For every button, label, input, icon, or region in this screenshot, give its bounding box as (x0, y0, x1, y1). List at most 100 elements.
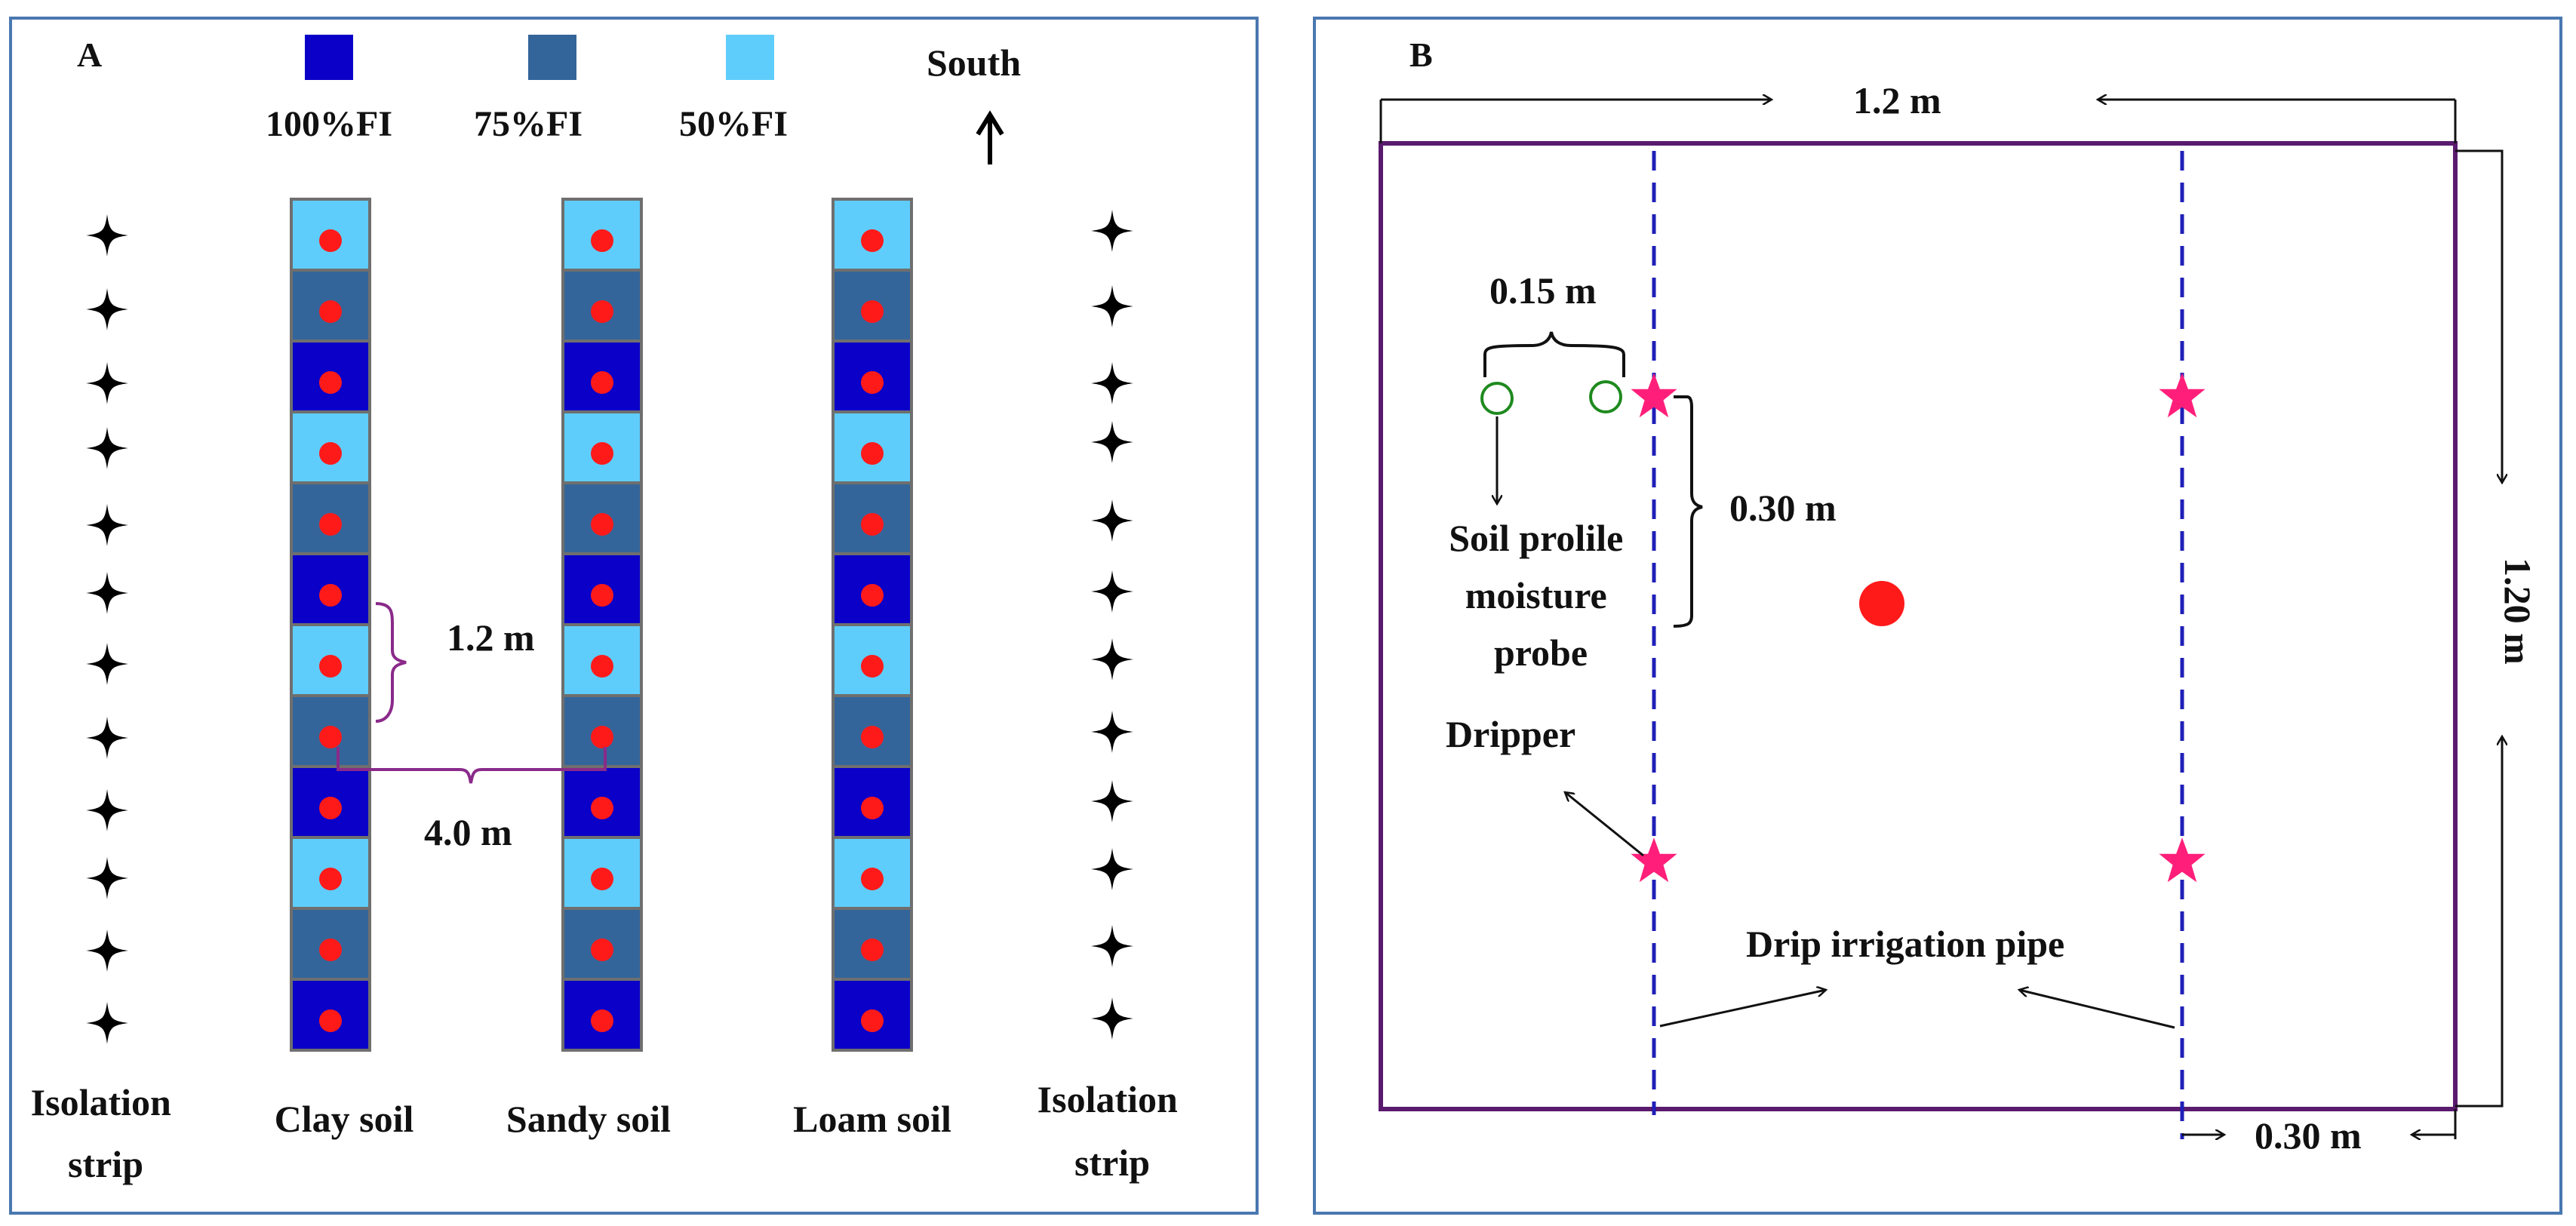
north-arrow-icon (976, 110, 1004, 164)
isolation-marker-icon (1091, 780, 1133, 822)
plot-cell (832, 978, 913, 1052)
isolation-marker-icon (86, 717, 128, 759)
plot-center-dot (319, 584, 342, 607)
isolation-marker-icon (86, 214, 128, 257)
legend-label-100: 100%FI (266, 104, 392, 144)
south-label: South (927, 41, 1021, 84)
isolation-marker-icon (1091, 421, 1133, 463)
legend-swatch-50 (726, 35, 774, 80)
plot-cell (561, 552, 643, 626)
isolation-marker-icon (1091, 925, 1133, 967)
plot-center-dot (861, 726, 884, 748)
plot-center-dot (861, 371, 884, 394)
isolation-marker-icon (86, 643, 128, 685)
plot-center-dot (319, 655, 342, 678)
isolation-marker-icon (86, 1002, 128, 1044)
soil-column (832, 198, 913, 1052)
plot-center-dot (591, 939, 613, 961)
plot-center-dot (591, 726, 613, 748)
plot-center-dot (861, 1009, 884, 1032)
plot-center-dot (591, 1009, 613, 1032)
dripper-star-icon (2159, 837, 2206, 883)
plot-center-dot (319, 513, 342, 536)
panel-a-border (9, 17, 1259, 1215)
isolation-marker-icon (86, 857, 128, 899)
plot-cell (561, 198, 643, 272)
dripper-spacing-label: 0.30 m (1729, 487, 1837, 529)
dimension-vertical: 1.2 m (375, 602, 535, 723)
panel-b: B 1.2 m 1.20 m (1313, 17, 2562, 1215)
clay-soil-label: Clay soil (275, 1098, 414, 1140)
legend-swatch-100 (305, 35, 353, 80)
soil-column (561, 198, 643, 1052)
pipe-pointer-arrow-right (2019, 990, 2175, 1029)
plot-center-dot (591, 655, 613, 678)
isolation-label-right: Isolation strip (1037, 1078, 1188, 1184)
plot-cell (290, 765, 371, 839)
height-label: 1.20 m (2497, 558, 2539, 665)
plot-center-dot (591, 513, 613, 536)
isolation-marker-icon (86, 427, 128, 469)
isolation-marker-icon (86, 572, 128, 614)
plot-center-dot (591, 868, 613, 890)
pipe-label: Drip irrigation pipe (1746, 923, 2064, 965)
plot-center-dot (861, 442, 884, 465)
plot-center-dot (861, 584, 884, 607)
plot-center-dot (319, 726, 342, 748)
isolation-strip-right (1091, 210, 1133, 1040)
edge-offset-label: 0.30 m (2255, 1114, 2362, 1157)
plot-center-dot (591, 584, 613, 607)
isolation-marker-icon (1091, 638, 1133, 681)
plot-center-dot (591, 797, 613, 819)
edge-offset-dimension: 0.30 m (2182, 1109, 2457, 1157)
moisture-probe-icon (1589, 380, 1622, 413)
isolation-marker-icon (86, 504, 128, 546)
dripper-label: Dripper (1446, 713, 1575, 755)
isolation-label-left: Isolation strip (31, 1081, 181, 1185)
panel-b-border (1313, 17, 2562, 1215)
dripper-spacing-dimension: 0.30 m (1673, 395, 1837, 628)
isolation-marker-icon (1091, 570, 1133, 613)
dim-vertical-label: 1.2 m (447, 616, 535, 659)
plot-center-dot (319, 868, 342, 890)
plot-center-dot (861, 797, 884, 819)
isolation-marker-icon (1091, 997, 1133, 1040)
plot-center-dot (319, 1009, 342, 1032)
plot-center-dot (319, 371, 342, 394)
isolation-marker-icon (1091, 362, 1133, 404)
plot-center-dot (591, 442, 613, 465)
plot-cell (832, 198, 913, 272)
plot-center-dot (319, 939, 342, 961)
isolation-marker-icon (1091, 499, 1133, 542)
south-indicator: South (927, 41, 1021, 164)
plot-center-dot (319, 229, 342, 252)
legend-label-75: 75%FI (474, 104, 583, 144)
plot-center-dot (591, 229, 613, 252)
plot-center-dot (319, 300, 342, 323)
legend: 100%FI 75%FI 50%FI (266, 35, 788, 144)
dim-horizontal-label: 4.0 m (424, 811, 512, 853)
plot-center-dot (591, 300, 613, 323)
plot-cell (290, 694, 371, 768)
plot-center-dot (861, 300, 884, 323)
dripper-star-icon (1631, 837, 1677, 883)
isolation-marker-icon (1091, 711, 1133, 753)
legend-label-50: 50%FI (679, 104, 788, 144)
plot-center-dot (591, 371, 613, 394)
isolation-marker-icon (1091, 285, 1133, 327)
plot-center-dot (319, 797, 342, 819)
width-label: 1.2 m (1853, 79, 1941, 121)
dimension-horizontal: 4.0 m (337, 747, 607, 853)
probe-spacing-dimension: 0.15 m (1483, 269, 1625, 377)
isolation-strip-left (86, 214, 128, 1044)
plot-boundary (1379, 141, 2458, 1111)
legend-swatch-75 (528, 35, 576, 80)
dripper-pointer-arrow (1565, 792, 1644, 857)
loam-soil-label: Loam soil (793, 1098, 951, 1140)
plot-center-dot (861, 513, 884, 536)
plot-center-dot (861, 655, 884, 678)
panel-b-label: B (1409, 35, 1433, 74)
moisture-probe-icon (1480, 382, 1514, 415)
plant-marker (1859, 581, 1904, 626)
